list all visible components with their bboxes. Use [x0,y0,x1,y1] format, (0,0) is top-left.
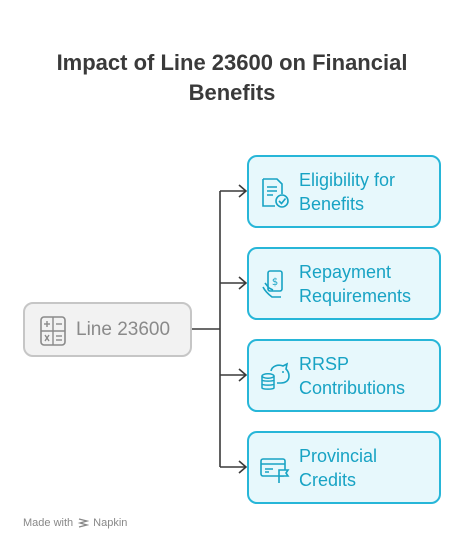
credit-brand: Napkin [93,517,128,529]
branch-label-line-2: Credits [299,470,357,490]
piggy-bank-coins-icon [261,362,290,390]
made-with-napkin-credit[interactable]: Made with Napkin [23,517,127,529]
page-title: Impact of Line 23600 on Financial Benefi… [20,48,444,108]
hand-money-icon: $ [262,270,283,298]
credit-text: Made with [23,517,74,529]
calculator-icon [40,316,66,346]
connector-branch-2 [220,276,248,290]
branch-label-repayment: Repayment Requirements [299,260,439,308]
connector-trunk [192,191,221,467]
connector-branch-3 [220,368,248,382]
title-line-1: Impact of Line 23600 on Financial [56,50,408,75]
branch-label-line-1: RRSP [299,354,350,374]
branch-label-rrsp: RRSP Contributions [299,352,439,400]
card-flag-icon [260,458,290,483]
svg-text:$: $ [272,277,278,288]
napkin-logo-icon [77,518,90,528]
connector-branch-1 [220,184,248,198]
title-line-2: Benefits [188,80,276,105]
branch-label-line-1: Eligibility for [299,170,396,190]
branch-label-provincial: Provincial Credits [299,444,439,492]
branch-card-rrsp: RRSP Contributions [247,339,441,412]
branch-label-line-1: Repayment [299,262,392,282]
branch-label-line-2: Requirements [299,286,412,306]
source-node-line-23600: Line 23600 [23,302,192,357]
branch-card-repayment: $ Repayment Requirements [247,247,441,320]
branch-label-eligibility: Eligibility for Benefits [299,168,439,216]
branch-card-provincial: Provincial Credits [247,431,441,504]
source-label: Line 23600 [76,319,171,340]
branch-label-line-2: Benefits [299,194,365,214]
connector-branch-4 [220,460,248,474]
branch-card-eligibility: Eligibility for Benefits [247,155,441,228]
branch-label-line-2: Contributions [299,378,406,398]
branch-label-line-1: Provincial [299,446,378,466]
document-check-icon [262,178,289,208]
